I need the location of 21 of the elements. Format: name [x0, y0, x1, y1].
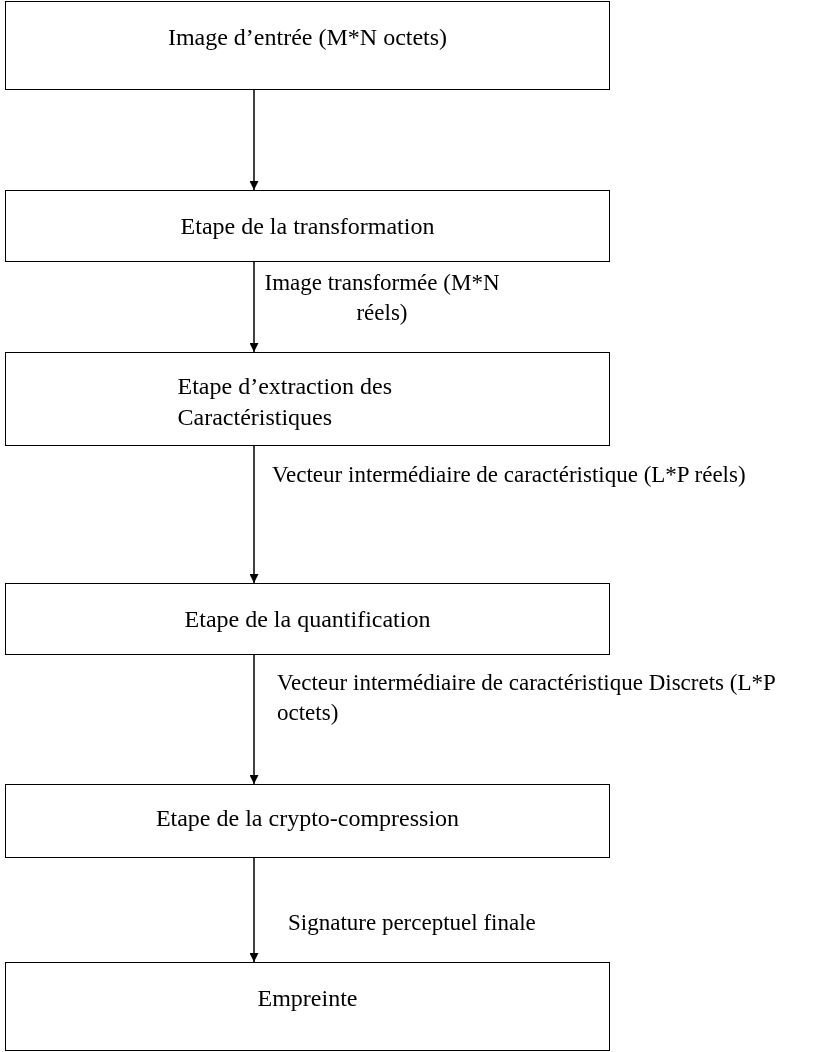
box-text: Image d’entrée (M*N octets)	[167, 23, 448, 52]
process-box	[5, 962, 610, 1051]
edge-label: Vecteur intermédiaire de caractéristique Discrets (L*P octets)	[277, 669, 776, 727]
box-text: Etape de la transformation	[180, 212, 435, 241]
edge-label: Signature perceptuel finale	[288, 909, 536, 937]
arrow	[249, 445, 259, 584]
process-box	[5, 784, 610, 858]
edge-label: Vecteur intermédiaire de caractéristique (L*P réels)	[272, 461, 747, 489]
edge-label: Image transformée (M*N réels)	[263, 269, 501, 327]
box-text: Etape de la crypto-compression	[155, 804, 460, 833]
arrow	[249, 89, 259, 191]
process-box	[5, 1, 610, 90]
process-box	[5, 190, 610, 262]
arrow	[249, 261, 259, 353]
arrow	[249, 654, 259, 785]
arrow	[249, 857, 259, 963]
process-box	[5, 352, 610, 446]
box-text: Etape d’extraction des Caractéristiques	[177, 372, 394, 433]
process-box	[5, 583, 610, 655]
box-text: Etape de la quantification	[184, 605, 431, 634]
box-text: Empreinte	[257, 984, 358, 1013]
